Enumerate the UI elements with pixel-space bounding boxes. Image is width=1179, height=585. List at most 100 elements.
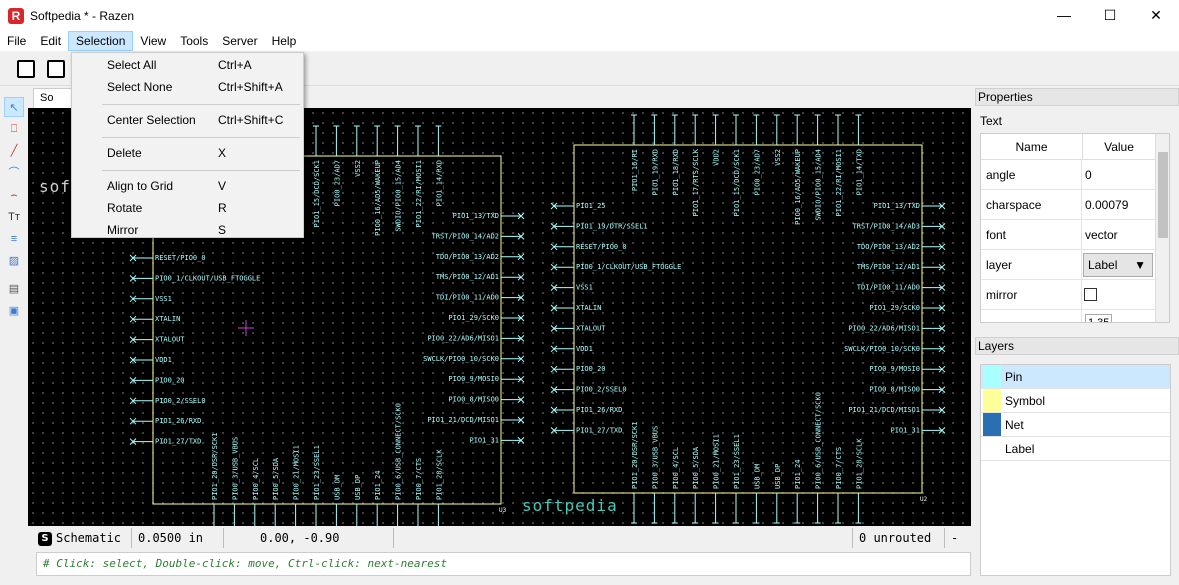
menu-view[interactable]: View [140,34,167,48]
layer-item-symbol[interactable]: Symbol [981,389,1170,413]
pin-label: PIO0_21/MOSI1 [293,445,301,500]
net-label-icon[interactable]: ▨ [8,255,20,267]
pin-label: PIO0_4/SCL [672,447,680,489]
prop-row-pos[interactable]: pos1.35 [981,310,1155,322]
pin-end-x-mark [938,284,946,291]
pin-label: USB_DP [774,464,782,489]
pin-label: PIO0_5/SDA [272,457,280,500]
layer-color-swatch [983,365,1001,388]
pin-label: VDD2 [713,149,721,166]
prop-value[interactable]: 1.35 [1085,314,1113,322]
menu-item-shortcut: S [218,223,227,237]
open-document-icon[interactable] [47,60,65,78]
pin-label: PIO1_26/RXD [155,417,201,425]
layer-item-net[interactable]: Net [981,413,1170,437]
pin-end-x-mark [517,233,525,240]
pin-label: PIO1_15/DCD/SCK1 [733,149,741,216]
menu-tools[interactable]: Tools [180,34,209,48]
layers-list: Pin Symbol Net Label [980,364,1171,576]
pin-label: PIO0_4/SCL [252,458,260,500]
layer-select[interactable]: Label▼ [1083,253,1153,277]
prop-value[interactable]: vector [1085,228,1118,242]
layer-name: Net [1005,418,1024,432]
arc-icon[interactable]: ⌒ [8,167,20,179]
properties-scrollbar[interactable] [1155,134,1169,322]
pin-label: XTALIN [155,315,180,323]
select-pointer-icon[interactable]: ↖ [4,97,24,117]
pin-label: PIO1_20/DSR/SCK1 [211,433,219,500]
pin-label: XTALOUT [155,336,185,344]
menu-help[interactable]: Help [271,34,297,48]
pin-label: PIO1_21/DCD/MISO1 [848,406,920,414]
menu-server[interactable]: Server [222,34,258,48]
pin-label: PIO0_22/AD6/MISO1 [427,334,499,342]
minimize-icon[interactable]: — [1057,7,1071,23]
status-extra: - [951,531,959,545]
prop-name: charspace [986,190,1082,220]
pin-label: PIO0_7/CTS [835,447,843,489]
layer-stack-icon[interactable]: ▤ [8,283,20,295]
pin-end-x-mark [550,345,558,353]
window-controls: — ☐ ✕ [1041,0,1179,31]
properties-panel-title: Properties [975,88,1179,106]
menu-edit[interactable]: Edit [40,34,62,48]
mode-label: Schematic [56,531,122,545]
pin-label: PIO1_24 [794,459,802,489]
wire-icon[interactable]: ╱ [10,145,18,157]
close-icon[interactable]: ✕ [1150,7,1162,23]
pin-label: TRST/PIO0_14/AD2 [432,232,499,240]
menu-item-label: Select None [107,80,173,94]
layer-color-swatch [983,413,1001,436]
polygon-icon[interactable]: ▣ [8,305,20,317]
pin-end-x-mark [517,273,525,281]
scrollbar-thumb[interactable] [1158,152,1168,238]
pin-label: PIO1_25 [576,202,606,210]
new-document-icon[interactable] [17,60,35,78]
layer-item-label[interactable]: Label [981,437,1170,461]
curve-icon[interactable]: ⌢ [10,189,18,201]
pin-label: PIO1_28/SCLK [855,438,863,489]
prop-row-mirror[interactable]: mirror [981,280,1155,310]
part-icon[interactable]: ⎕ [10,123,18,135]
chevron-down-icon: ▼ [1134,258,1146,272]
refdes-label: U3 [499,507,507,514]
menu-file[interactable]: File [7,34,27,48]
maximize-icon[interactable]: ☐ [1103,7,1117,23]
pin-label: PIO1_31 [890,426,920,434]
layer-item-pin[interactable]: Pin [981,365,1170,389]
document-tab[interactable]: So [33,88,73,108]
pin-label: PIO1_20/DSR/SCK1 [631,422,639,489]
bus-icon[interactable]: ≡ [10,233,18,245]
pin-end-x-mark [517,437,525,444]
menu-selection[interactable]: Selection [68,31,134,51]
pin-end-x-mark [550,325,558,332]
pin-label: PIO0_9/MOSI0 [448,375,499,383]
layer-name: Symbol [1005,394,1046,408]
pin-end-x-mark [129,417,137,425]
prop-name: angle [986,160,1082,190]
pin-label: USB_DM [753,464,761,489]
pin-end-x-mark [129,438,137,445]
prop-value[interactable]: 0 [1085,168,1092,182]
pin-end-x-mark [938,365,946,373]
prop-value[interactable]: 0.00079 [1085,198,1129,212]
command-hint-line[interactable]: # Click: select, Double-click: move, Ctr… [36,552,971,576]
pin-label: PIO1_13/TXD [874,202,920,210]
pin-label: PIO0_2/SSEL0 [576,386,627,394]
text-tool-icon[interactable]: Tт [8,211,20,223]
mirror-checkbox[interactable] [1084,288,1097,301]
pin-label: PIO0_9/MOSI0 [869,365,920,373]
prop-row-layer[interactable]: layer Label▼ [981,250,1155,280]
menu-item-shortcut: Ctrl+A [218,58,252,72]
